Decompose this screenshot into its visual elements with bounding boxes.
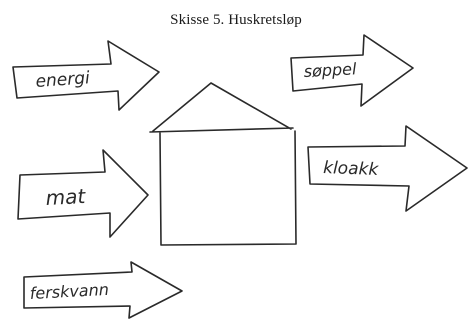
figure-caption: Skisse 5. Huskretsløp bbox=[170, 12, 302, 28]
arrow-food bbox=[17, 149, 149, 238]
label-food: mat bbox=[45, 184, 87, 210]
house-roof bbox=[149, 82, 294, 133]
arrow-sewage bbox=[307, 125, 468, 212]
arrow-garbage bbox=[290, 34, 414, 107]
arrow-freshwater bbox=[23, 261, 183, 319]
house bbox=[149, 82, 297, 246]
label-garbage: søppel bbox=[303, 59, 357, 81]
label-freshwater: ferskvann bbox=[29, 280, 109, 303]
house-body bbox=[159, 130, 297, 246]
label-sewage: kloakk bbox=[323, 158, 380, 180]
label-energy: energi bbox=[35, 68, 91, 92]
arrow-energy bbox=[12, 40, 160, 111]
